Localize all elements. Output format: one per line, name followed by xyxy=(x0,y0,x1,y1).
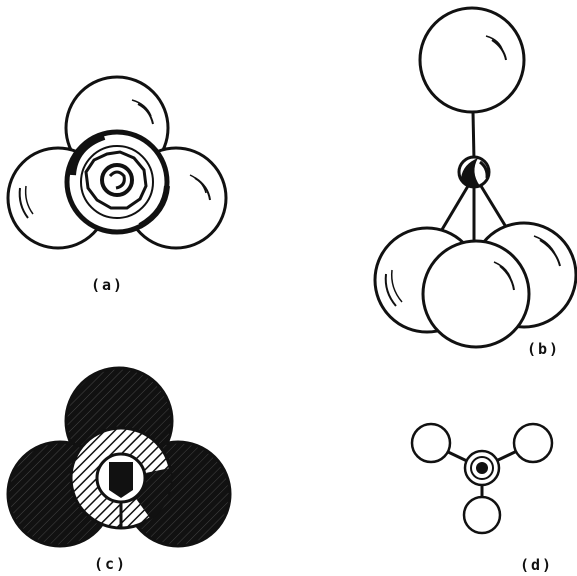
panel-a-label: (a) xyxy=(91,276,125,294)
panel-b xyxy=(373,6,577,349)
panel-d-right-sphere xyxy=(512,422,554,464)
panel-b-label: (b) xyxy=(527,340,561,358)
panel-c-label: (c) xyxy=(94,555,128,573)
panel-d-bond-right xyxy=(495,449,518,463)
panel-c-central-atom xyxy=(69,426,173,530)
panel-b-bond-top xyxy=(471,111,476,161)
panel-d-bottom-sphere xyxy=(462,495,502,535)
panel-b-front-sphere xyxy=(421,239,531,349)
panel-a-central-atom xyxy=(64,129,170,235)
panel-d xyxy=(410,422,554,535)
panel-d-bond-left xyxy=(445,449,468,463)
panel-d-label: (d) xyxy=(520,556,554,574)
panel-a xyxy=(6,75,228,250)
panel-c xyxy=(6,366,232,548)
panel-b-central-atom xyxy=(457,155,491,189)
panel-d-central-atom xyxy=(463,449,501,487)
panel-d-left-sphere xyxy=(410,422,452,464)
panel-b-top-sphere xyxy=(418,6,526,114)
